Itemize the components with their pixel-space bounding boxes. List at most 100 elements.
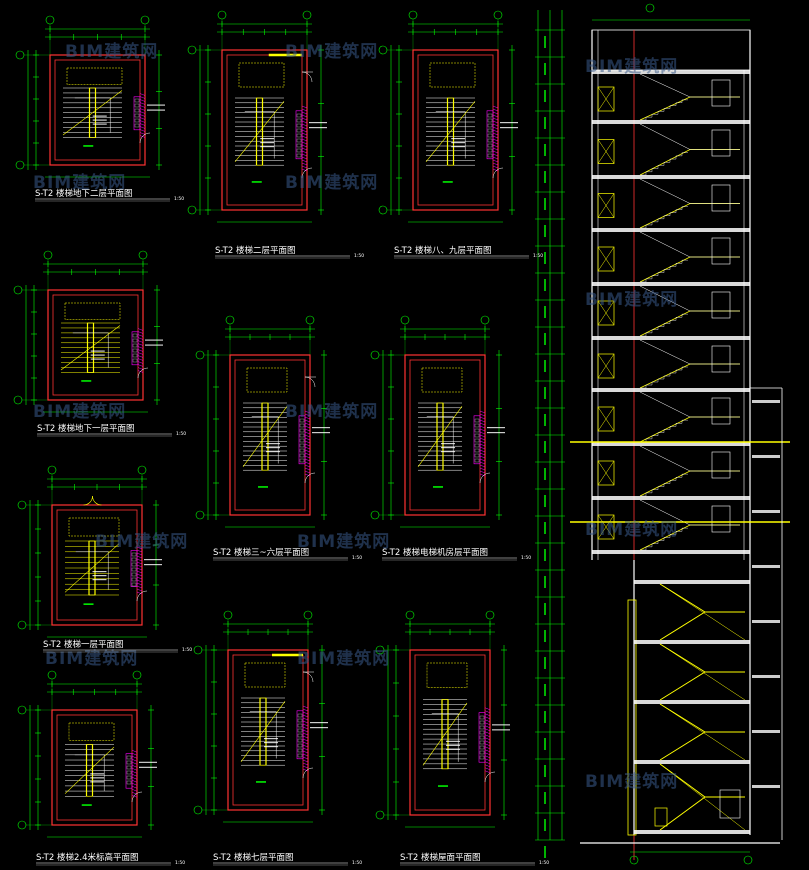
section-dim-text (544, 468, 546, 480)
shaft-detail (487, 138, 493, 143)
basement-stair (659, 703, 745, 733)
shaft-detail (487, 123, 493, 128)
section-door (597, 460, 615, 486)
wall-outer (404, 354, 486, 516)
annotation-mark (90, 773, 105, 775)
plan-scale: 1:50 (354, 253, 364, 259)
shaft-detail (296, 138, 302, 143)
section-dim-text (544, 171, 546, 183)
cut-line (60, 325, 121, 371)
plan-scale: 1:50 (352, 555, 362, 561)
annotation-mark (147, 109, 165, 111)
stair-flight-section (639, 363, 740, 389)
stair-flight-section (639, 203, 740, 229)
floor-slab (592, 70, 750, 74)
elevator-shaft-wall (131, 331, 139, 366)
level-mark (438, 785, 448, 787)
basement-stair-diagonal (659, 583, 746, 641)
landing-area (68, 517, 120, 537)
section-door (597, 353, 615, 379)
elevator-shaft-wall (133, 96, 141, 131)
shaft-detail (126, 765, 132, 770)
level-mark (442, 181, 453, 183)
shaft-detail (479, 745, 485, 750)
annotation-mark (492, 724, 510, 726)
stair-flight-section (639, 310, 740, 337)
shaft-detail (299, 443, 305, 448)
annotation-mark (92, 575, 107, 577)
section-dim-text (544, 306, 546, 318)
shaft-detail (131, 552, 137, 557)
adjoining-slab (752, 510, 780, 513)
stair-flight-section (639, 285, 740, 312)
stair-flight-section (639, 445, 740, 472)
grid-bubble (629, 855, 639, 865)
floor-slab (592, 282, 750, 286)
annotation-mark (260, 138, 275, 140)
grid-bubble (193, 645, 203, 655)
annotation-mark (264, 738, 278, 740)
basement-stair (659, 611, 745, 641)
grid-bubble (303, 610, 313, 620)
plan-title: S-T2 楼梯地下一层平面图 (37, 423, 135, 434)
annotation-mark (310, 722, 328, 724)
shaft-detail (474, 428, 480, 433)
shaft-detail (474, 443, 480, 448)
wall-hatch (301, 105, 308, 172)
wall-hatch (139, 93, 146, 138)
elevator-shaft-wall (478, 712, 486, 763)
stair-flights (60, 322, 121, 373)
shaft-detail (296, 118, 302, 123)
wall-outer (412, 49, 499, 211)
wall-inner (232, 654, 304, 806)
grid-bubble (480, 315, 490, 325)
annotation-mark (487, 432, 505, 434)
door-swing (301, 167, 313, 179)
stair-steps (640, 99, 688, 121)
plan-scale: 1:50 (533, 253, 543, 259)
annotation-mark (92, 115, 107, 117)
stair-flight-section (639, 339, 740, 365)
shaft-detail (474, 433, 480, 438)
annotation-mark (260, 146, 275, 148)
shaft-detail (297, 748, 303, 753)
shaft-detail (487, 113, 493, 118)
shaft-detail (487, 133, 493, 138)
grid-bubble (485, 610, 495, 620)
cut-line (62, 90, 123, 136)
adjoining-slab (752, 730, 780, 733)
annotation-mark (500, 127, 518, 129)
walk-line (75, 551, 109, 590)
section-dim-text (544, 684, 546, 696)
section-dim-text (544, 711, 546, 723)
section-door (597, 139, 615, 164)
adjoining-slab (752, 620, 780, 623)
stair-flight-section (639, 149, 740, 176)
door-swing (131, 791, 143, 803)
stair-flight-section (639, 256, 740, 283)
shaft-detail (297, 728, 303, 733)
shaft-detail (134, 123, 140, 128)
cut-line (240, 701, 286, 763)
shaft-detail (299, 453, 305, 458)
stair-plan (193, 610, 328, 823)
stair-plan (15, 15, 165, 178)
shaft-detail (474, 453, 480, 458)
shaft-detail (479, 750, 485, 755)
level-mark (251, 181, 262, 183)
annotation-mark (451, 138, 466, 140)
basement-stair (659, 583, 745, 613)
stair-flight-section (639, 416, 740, 443)
basement-slab (634, 830, 750, 834)
section-door (597, 193, 615, 218)
stair-steps (640, 473, 688, 497)
wall-outer (49, 54, 146, 166)
section-dim-text (544, 36, 546, 48)
grid-bubble (17, 500, 27, 510)
annotation-mark (266, 443, 280, 445)
section-dim-text (544, 279, 546, 291)
grid-bubble (43, 250, 53, 260)
shaft-detail (132, 353, 138, 358)
wall-outer (51, 504, 143, 626)
annotation-mark (441, 447, 455, 449)
